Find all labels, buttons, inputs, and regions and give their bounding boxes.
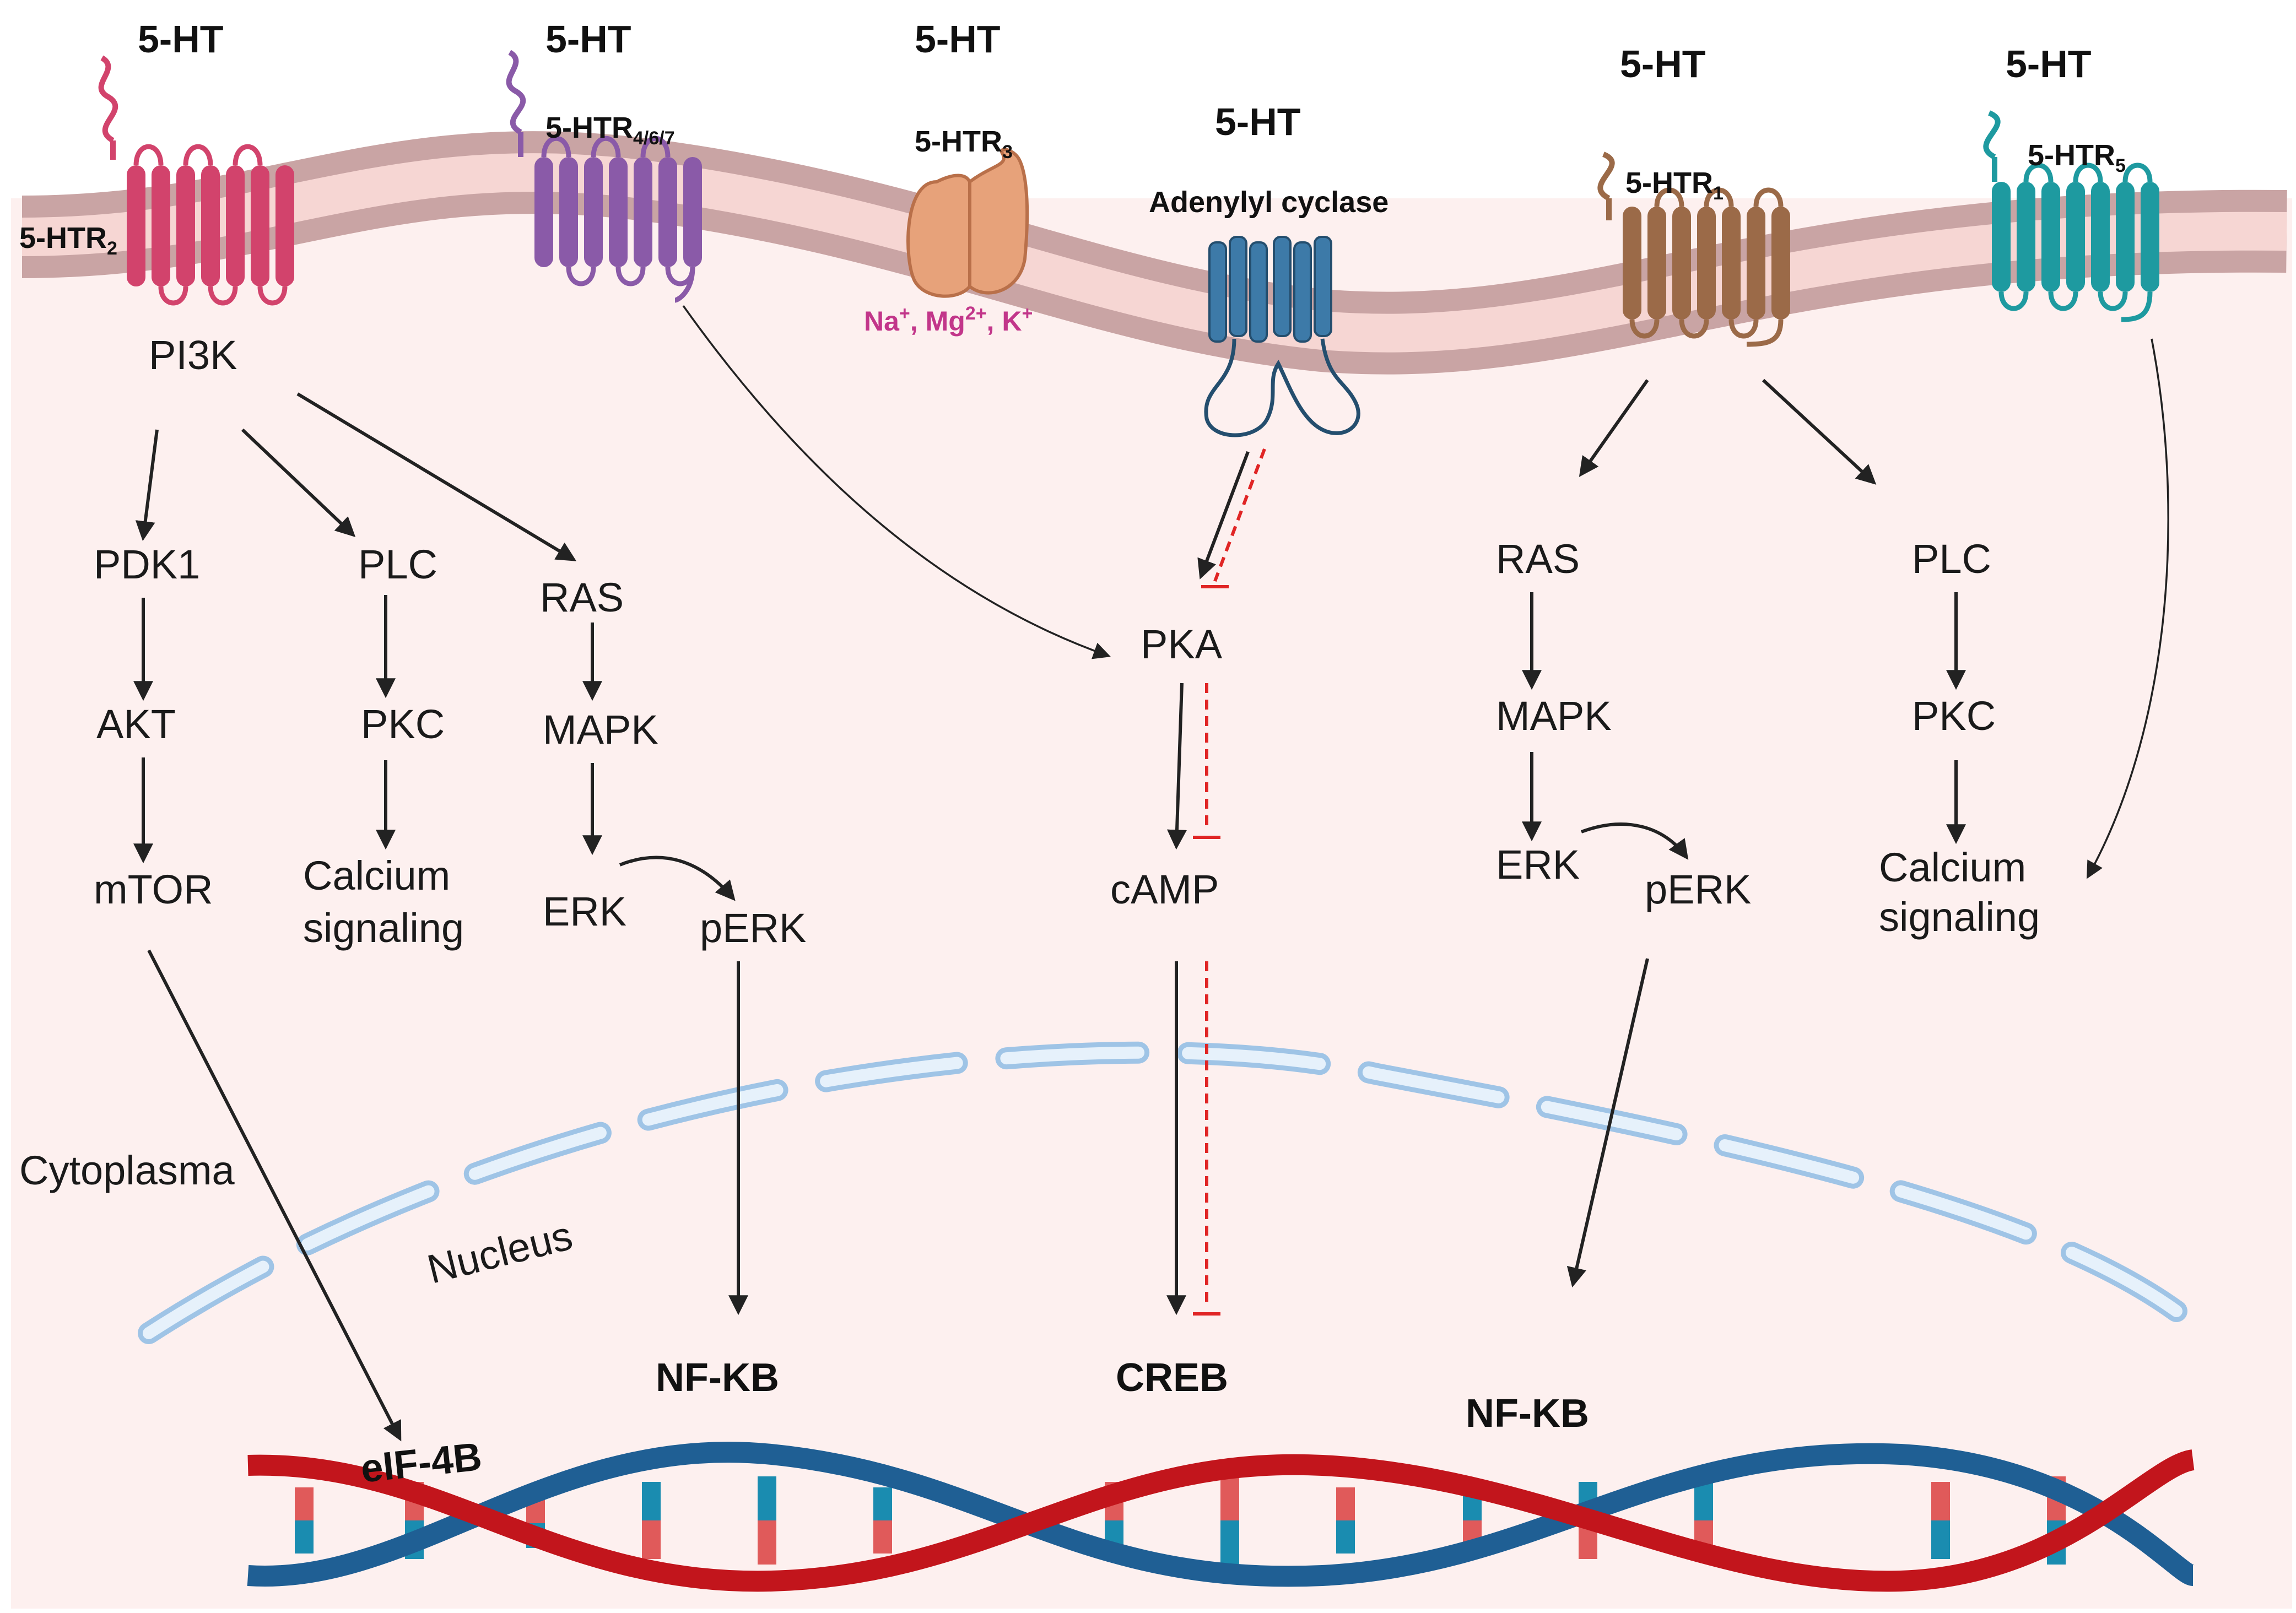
ligand-5ht-htr467: 5-HT [545, 18, 631, 61]
htr467-label: 5-HTR4/6/7 [545, 111, 675, 149]
htr5-receptor-icon [1983, 110, 2159, 322]
dna-strand-blue [247, 1442, 2196, 1587]
node-ras-left: RAS [540, 575, 624, 620]
node-pi3k: PI3K [149, 332, 237, 378]
node-plc-left: PLC [358, 542, 437, 587]
node-camp: cAMP [1110, 867, 1219, 912]
ion-list: Na+, Mg2+, K+ [864, 303, 1033, 337]
node-ras-right: RAS [1496, 536, 1580, 582]
ligand-5ht-htr5: 5-HT [2006, 42, 2092, 85]
node-erk-left: ERK [543, 889, 626, 934]
node-calcium-left-2: signaling [303, 905, 464, 951]
ligand-5ht-htr1: 5-HT [1620, 42, 1706, 85]
htr2-label: 5-HTR2 [19, 221, 117, 259]
ligand-5ht-htr3: 5-HT [915, 18, 1001, 61]
node-pka: PKA [1141, 621, 1223, 667]
htr467-receptor-icon [506, 50, 702, 303]
node-perk-left: pERK [700, 905, 806, 951]
cytoplasma-label: Cytoplasma [19, 1147, 235, 1193]
node-mapk-left: MAPK [543, 707, 658, 753]
node-pkc-right: PKC [1912, 693, 1996, 739]
ligand-labels: 5-HT 5-HT 5-HT 5-HT 5-HT 5-HT [138, 18, 2092, 143]
node-mapk-right: MAPK [1496, 693, 1612, 739]
htr3-channel-icon [906, 148, 1029, 298]
htr1-label: 5-HTR1 [1625, 166, 1724, 204]
htr2-receptor-icon [98, 55, 294, 306]
ligand-5ht-htr2: 5-HT [138, 18, 224, 61]
htr5-label: 5-HTR5 [2028, 139, 2126, 176]
adenylyl-cyclase-label: Adenylyl cyclase [1149, 186, 1389, 219]
activation-arrows [133, 305, 2169, 1442]
node-plc-right: PLC [1912, 536, 1991, 582]
htr3-label: 5-HTR3 [915, 125, 1013, 163]
node-perk-right: pERK [1645, 867, 1751, 912]
node-calcium-right-2: signaling [1879, 894, 2040, 940]
node-mtor: mTOR [94, 867, 213, 912]
node-akt: AKT [96, 701, 176, 747]
htr1-receptor-icon [1597, 151, 1790, 347]
node-calcium-right-1: Calcium [1879, 845, 2026, 890]
adenylyl-cyclase-icon [1204, 236, 1360, 437]
cytoplasm-background [11, 198, 2292, 1609]
node-creb: CREB [1116, 1356, 1228, 1400]
node-pdk1: PDK1 [94, 542, 200, 587]
dna-helix [247, 1442, 2196, 1592]
ligand-5ht-adenylyl-cyclase: 5-HT [1215, 100, 1301, 143]
node-nfkb-left: NF-KB [656, 1356, 779, 1400]
node-calcium-left-1: Calcium [303, 853, 450, 898]
inhibition-lines [1193, 448, 1266, 1316]
dna-strand-red [247, 1449, 2195, 1592]
node-erk-right: ERK [1496, 842, 1580, 887]
pathway-nodes: PI3K PDK1 AKT mTOR PLC PKC Calcium signa… [94, 332, 2040, 1491]
node-nfkb-right: NF-KB [1466, 1392, 1589, 1436]
node-pkc-left: PKC [361, 701, 445, 747]
